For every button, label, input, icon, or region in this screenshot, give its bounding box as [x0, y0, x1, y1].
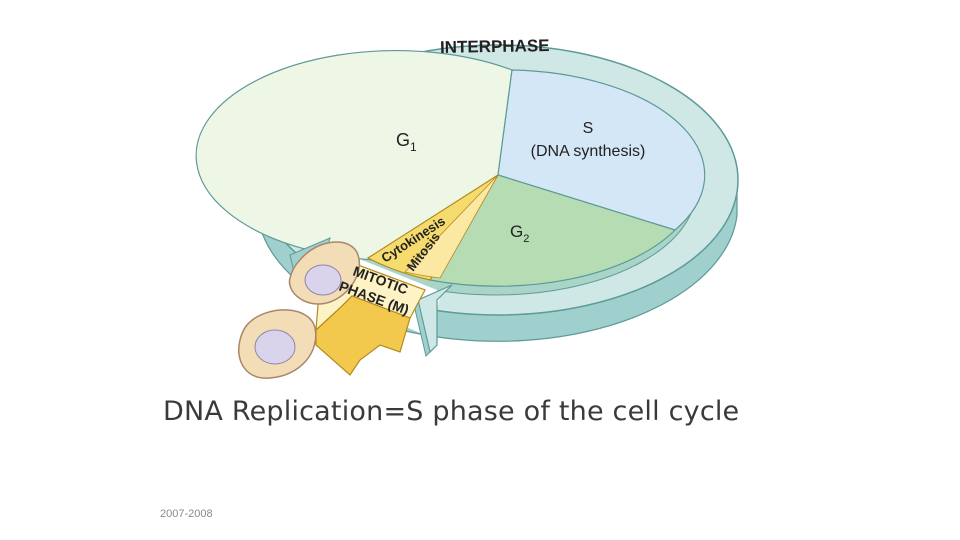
s-label: S [583, 120, 594, 137]
g2-label: G2 [510, 222, 529, 245]
mitotic-arrow-side [315, 295, 411, 376]
g1-label: G1 [396, 130, 417, 154]
footer-date: 2007-2008 [160, 508, 213, 520]
slide-caption: DNA Replication=S phase of the cell cycl… [163, 396, 740, 427]
mitosis-band [404, 174, 499, 279]
interphase-label: INTERPHASE [440, 36, 550, 57]
g2-sector [429, 174, 677, 287]
mitotic-wedge [366, 174, 499, 281]
nucleus-upper [304, 264, 342, 296]
nucleus-lower [254, 329, 296, 365]
cell-cycle-diagram: INTERPHASE G1 S (DNA synthesis) G2 Cytok… [195, 36, 739, 379]
s-sector [497, 69, 706, 231]
g1-sector [195, 50, 513, 261]
s-sublabel: (DNA synthesis) [531, 143, 646, 160]
